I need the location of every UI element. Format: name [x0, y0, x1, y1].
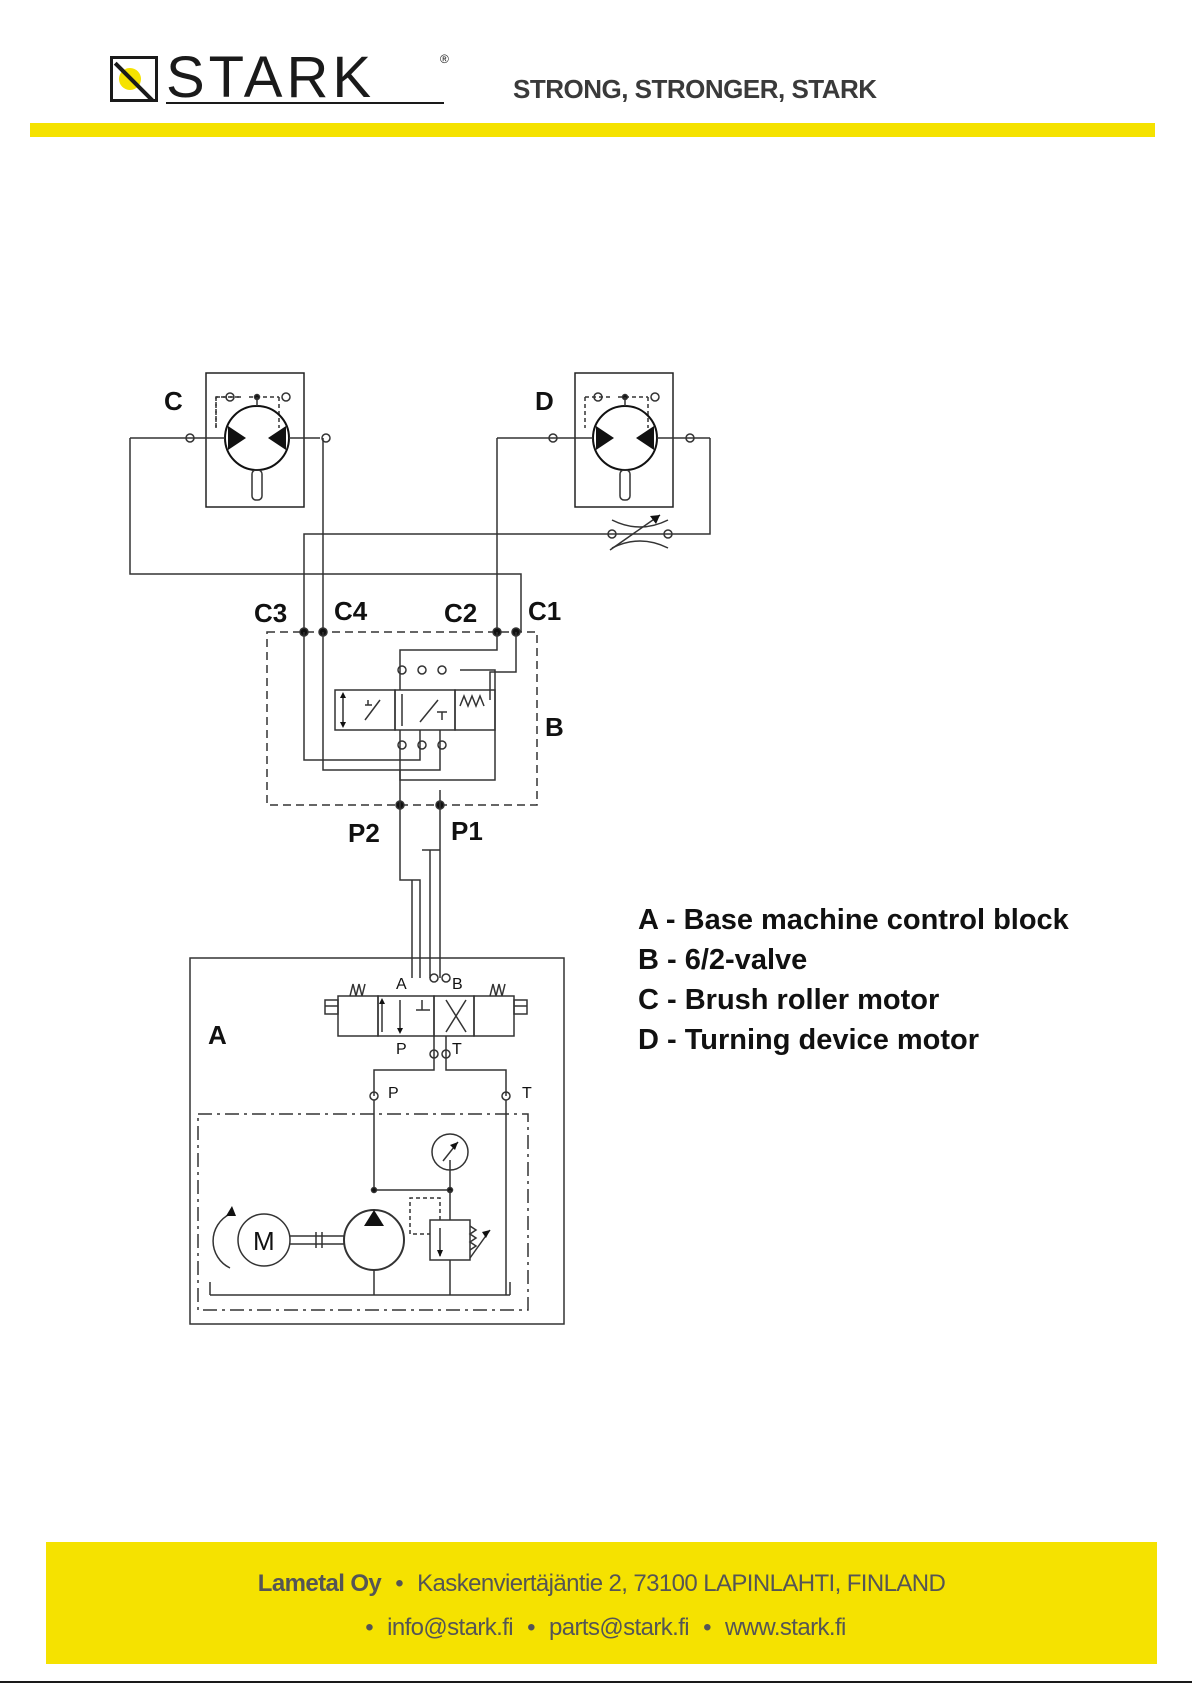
motor-m-label: M	[253, 1226, 275, 1256]
motor-c	[130, 373, 320, 507]
label-c: C	[164, 386, 183, 416]
valve-a-port-a: A	[396, 976, 407, 993]
label-d: D	[535, 386, 554, 416]
page-footer: Lametal Oy • Kaskenviertäjäntie 2, 73100…	[46, 1542, 1157, 1664]
unit-port-p: P	[388, 1085, 399, 1102]
footer-bullet: •	[527, 1614, 535, 1641]
valve-b	[267, 628, 537, 978]
footer-contact-line: • info@stark.fi • parts@stark.fi • www.s…	[46, 1614, 1157, 1642]
legend-item-c: C - Brush roller motor	[638, 980, 1069, 1020]
throttle-valve	[608, 515, 672, 550]
unit-port-t: T	[522, 1085, 532, 1102]
valve-a-port-p: P	[396, 1041, 407, 1058]
label-c2: C2	[444, 598, 477, 628]
footer-bullet: •	[703, 1614, 711, 1641]
company-name: Lametal Oy	[258, 1570, 381, 1597]
label-a: A	[208, 1020, 227, 1050]
footer-bullet: •	[395, 1570, 403, 1597]
footer-bullet: •	[365, 1614, 373, 1641]
valve-a-port-b: B	[452, 976, 463, 993]
label-c4: C4	[334, 596, 368, 626]
label-p1: P1	[451, 816, 483, 846]
website-link[interactable]: www.stark.fi	[725, 1614, 846, 1641]
label-b: B	[545, 712, 564, 742]
label-p2: P2	[348, 818, 380, 848]
bottom-rule	[0, 1681, 1192, 1683]
label-c1: C1	[528, 596, 561, 626]
legend-item-b: B - 6/2-valve	[638, 940, 1069, 980]
valve-a-port-t: T	[452, 1041, 462, 1058]
parts-email-link[interactable]: parts@stark.fi	[549, 1614, 689, 1641]
motor-d	[497, 373, 710, 507]
label-c3: C3	[254, 598, 287, 628]
footer-address-line: Lametal Oy • Kaskenviertäjäntie 2, 73100…	[46, 1570, 1157, 1598]
legend-item-a: A - Base machine control block	[638, 900, 1069, 940]
legend: A - Base machine control block B - 6/2-v…	[638, 900, 1069, 1060]
control-block-a	[190, 958, 564, 1324]
legend-item-d: D - Turning device motor	[638, 1020, 1069, 1060]
company-address: Kaskenviertäjäntie 2, 73100 LAPINLAHTI, …	[417, 1570, 945, 1597]
email-link[interactable]: info@stark.fi	[387, 1614, 513, 1641]
